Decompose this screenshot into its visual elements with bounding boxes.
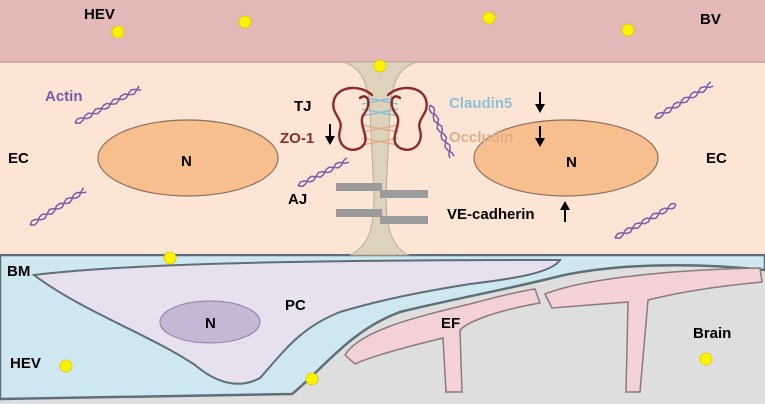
actin-filament	[654, 85, 714, 119]
ve-cadherin-bar-2	[380, 190, 428, 198]
actin-filament	[614, 202, 676, 239]
astrocyte-end-foot-left	[344, 288, 542, 393]
pericyte	[31, 258, 562, 385]
ve-cadherin-bar-1	[336, 183, 382, 191]
pc-label: PC	[285, 297, 306, 314]
bm-label: BM	[7, 263, 30, 280]
occludin-down-arrow	[535, 126, 545, 147]
ve-cadherin-bar-4	[380, 216, 428, 224]
hev-particles	[59, 11, 713, 386]
hev-particle	[373, 59, 387, 73]
actin-filament	[29, 187, 85, 226]
claudin5-down-arrow	[535, 92, 545, 113]
ef-label: EF	[441, 315, 460, 332]
astrocyte-end-foot-right	[543, 267, 763, 393]
pericyte-nucleus-label: N	[205, 315, 216, 332]
zo1-loop-right	[386, 86, 428, 151]
tj-label: TJ	[294, 98, 312, 115]
ve-cadherin-bar-3	[336, 209, 382, 217]
hev-particle	[482, 11, 496, 25]
claudin5-label: Claudin5	[449, 95, 512, 112]
actin-filament	[297, 157, 348, 188]
actin-filament	[428, 104, 455, 157]
claudin5-strands	[361, 96, 399, 117]
ec-nucleus-left	[97, 119, 279, 197]
brain-label: Brain	[693, 325, 731, 342]
ec-label-left: EC	[8, 150, 29, 167]
hev-particle	[699, 352, 713, 366]
hev-particle	[621, 23, 635, 37]
aj-label: AJ	[288, 191, 307, 208]
actin-filaments	[29, 81, 714, 239]
actin-filament	[29, 191, 87, 226]
zo1-down-arrow	[325, 124, 335, 145]
actin-filament	[429, 104, 451, 159]
pericyte-nucleus	[159, 300, 261, 344]
bv-label: BV	[700, 11, 721, 28]
hev-particle	[163, 251, 177, 265]
hev-particle	[111, 25, 125, 39]
hev-particle	[238, 15, 252, 29]
actin-filament	[654, 81, 712, 119]
ec-nucleus-right-label: N	[566, 154, 577, 171]
hev-label-top: HEV	[84, 6, 115, 23]
intercellular-cleft	[342, 61, 418, 256]
zo1-label: ZO-1	[280, 130, 314, 147]
occludin-strands	[361, 124, 399, 146]
ec-nucleus-right	[473, 119, 659, 197]
actin-filament	[74, 85, 140, 124]
occludin-label: Occludin	[449, 129, 513, 146]
ec-nucleus-left-label: N	[181, 153, 192, 170]
blood-vessel	[0, 0, 765, 62]
hev-particle	[59, 359, 73, 373]
actin-filament	[297, 161, 350, 187]
ec-label-right: EC	[706, 150, 727, 167]
hev-particle	[305, 372, 319, 386]
zo1-loop-left	[332, 86, 374, 151]
ve-cadherin-up-arrow	[560, 201, 570, 222]
actin-filament	[74, 88, 142, 124]
actin-filament	[614, 203, 677, 239]
actin-label: Actin	[45, 88, 83, 105]
hev-label-bottom: HEV	[10, 355, 41, 372]
ve-cadherin-label: VE-cadherin	[447, 206, 535, 223]
